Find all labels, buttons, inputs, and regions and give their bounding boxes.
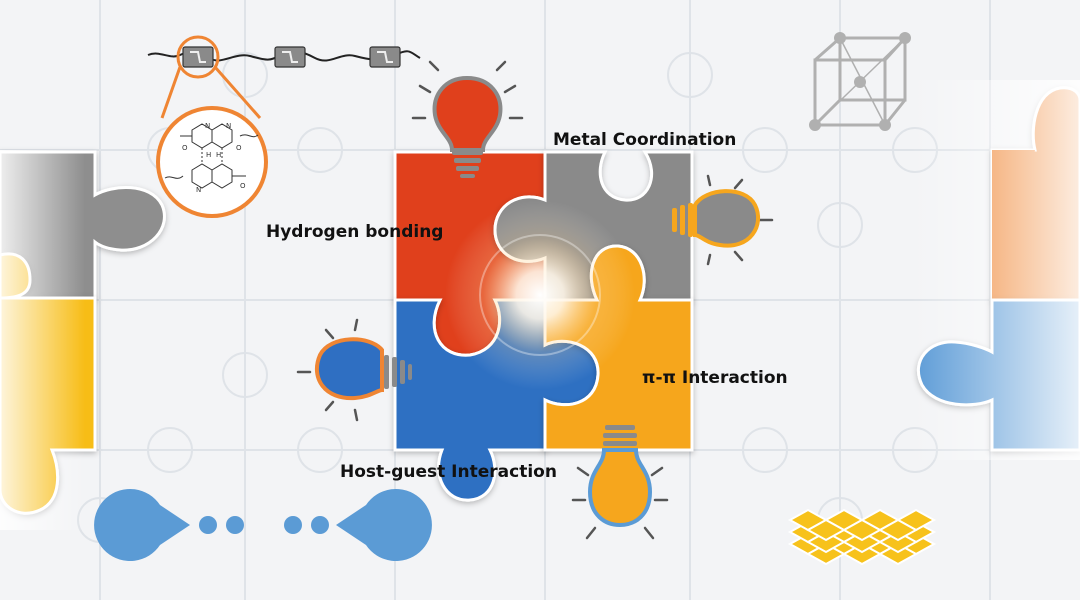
svg-text:O: O (240, 182, 246, 190)
label-metal-coordination: Metal Coordination (553, 130, 736, 150)
light-flare-ring (479, 234, 601, 356)
label-hydrogen-bonding: Hydrogen bonding (266, 222, 443, 242)
svg-text:O: O (182, 144, 188, 152)
svg-text:N: N (196, 186, 201, 194)
svg-text:O: O (236, 144, 242, 152)
molecule-structure-icon: O N H N O H N O (156, 106, 268, 218)
svg-text:N: N (205, 122, 210, 130)
svg-text:N: N (226, 122, 231, 130)
light-flare (445, 200, 635, 390)
pacman-icon (94, 489, 432, 561)
label-host-guest-interaction: Host-guest Interaction (340, 462, 557, 482)
lightbulb-icon (296, 318, 412, 422)
lightbulb-icon (672, 174, 774, 266)
cube-lattice-icon (809, 32, 911, 131)
label-pi-pi-interaction: π-π Interaction (642, 368, 788, 388)
svg-text:H: H (206, 151, 211, 159)
lightbulb-icon (411, 60, 524, 178)
left-fade-overlay (0, 150, 170, 530)
lightbulb-icon (571, 425, 669, 540)
right-fade-overlay (910, 80, 1080, 460)
polymer-chain-icon (147, 35, 421, 119)
hexagon-stack-icon (787, 508, 937, 566)
svg-text:H: H (216, 151, 221, 159)
